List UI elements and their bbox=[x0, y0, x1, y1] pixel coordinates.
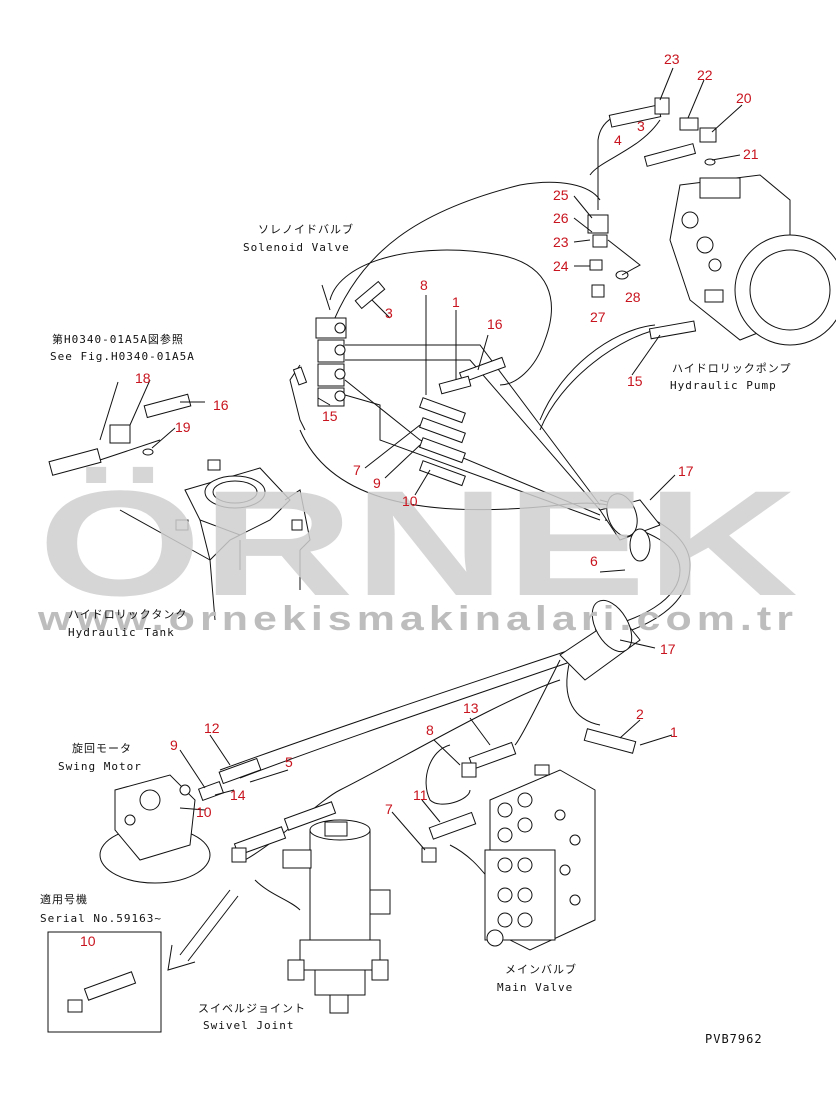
callout: 1 bbox=[452, 294, 460, 310]
callout: 16 bbox=[213, 397, 229, 413]
callout: 13 bbox=[463, 700, 479, 716]
callout: 9 bbox=[373, 475, 381, 491]
callout: 12 bbox=[204, 720, 220, 736]
callout: 15 bbox=[322, 408, 338, 424]
callout: 8 bbox=[420, 277, 428, 293]
callout: 8 bbox=[426, 722, 434, 738]
swing-label-en: Swing Motor bbox=[58, 760, 142, 773]
callout: 27 bbox=[590, 309, 606, 325]
callout: 28 bbox=[625, 289, 641, 305]
callout: 23 bbox=[553, 234, 569, 250]
callout: 3 bbox=[637, 118, 645, 134]
hose-fittings-solenoid bbox=[354, 280, 506, 487]
callout: 11 bbox=[413, 787, 428, 803]
callout: 7 bbox=[353, 462, 361, 478]
callout: 22 bbox=[697, 67, 713, 83]
direction-arrow bbox=[167, 889, 239, 971]
callout: 4 bbox=[614, 132, 622, 148]
callout: 1 bbox=[670, 724, 678, 740]
callout: 6 bbox=[590, 553, 598, 569]
swivel-label-jp: スイベルジョイント bbox=[198, 1002, 306, 1015]
callout: 20 bbox=[736, 90, 752, 106]
callout: 9 bbox=[170, 737, 178, 753]
callout-numbers: 23 22 20 3 4 21 25 26 23 24 28 27 8 1 16… bbox=[80, 51, 759, 949]
tank-label-en: Hydraulic Tank bbox=[68, 626, 175, 639]
drawing-code: PVB7962 bbox=[705, 1032, 763, 1046]
callout: 14 bbox=[230, 787, 246, 803]
main-valve bbox=[421, 728, 637, 951]
serial-label-jp: 適用号機 bbox=[40, 892, 88, 906]
swivel-label-en: Swivel Joint bbox=[203, 1019, 294, 1032]
watermark-brand: ÖRNEK bbox=[38, 459, 798, 627]
swing-motor bbox=[99, 757, 262, 884]
solenoid-label-jp: ソレノイドバルブ bbox=[258, 222, 354, 236]
callout: 10 bbox=[402, 493, 418, 509]
callout: 10 bbox=[80, 933, 96, 949]
callout: 10 bbox=[196, 804, 212, 820]
callout: 3 bbox=[385, 305, 393, 321]
ref-label-jp: 第H0340-01A5A図参照 bbox=[52, 332, 184, 346]
leader-lines bbox=[99, 67, 743, 851]
main-valve-ports bbox=[486, 792, 581, 947]
callout: 17 bbox=[660, 641, 676, 657]
pump-label-jp: ハイドロリックポンプ bbox=[672, 362, 791, 375]
main-valve-label-en: Main Valve bbox=[497, 981, 573, 994]
callout: 19 bbox=[175, 419, 191, 435]
ref-fittings bbox=[48, 393, 192, 476]
callout: 17 bbox=[678, 463, 694, 479]
pump-label-en: Hydraulic Pump bbox=[670, 379, 777, 392]
callout: 16 bbox=[487, 316, 503, 332]
callout: 5 bbox=[285, 754, 293, 770]
watermark-url: www.ornekismakinalari.com.tr bbox=[37, 600, 798, 638]
swivel-joint bbox=[231, 801, 391, 1014]
hydraulic-pump bbox=[669, 174, 836, 346]
callout: 21 bbox=[743, 146, 759, 162]
ref-label-en: See Fig.H0340-01A5A bbox=[50, 350, 195, 363]
watermark: ÖRNEK www.ornekismakinalari.com.tr bbox=[37, 459, 798, 638]
tank-label-jp: ハイドロリックタンク bbox=[68, 608, 187, 621]
callout: 23 bbox=[664, 51, 680, 67]
serial-label-en: Serial No.59163~ bbox=[40, 912, 162, 925]
callout: 2 bbox=[636, 706, 644, 722]
serial-inset bbox=[47, 931, 162, 1033]
callout: 24 bbox=[553, 258, 569, 274]
main-valve-label-jp: メインバルブ bbox=[505, 962, 577, 976]
solenoid-label-en: Solenoid Valve bbox=[243, 241, 350, 254]
callout: 7 bbox=[385, 801, 393, 817]
callout: 25 bbox=[553, 187, 569, 203]
callout: 18 bbox=[135, 370, 151, 386]
callout: 15 bbox=[627, 373, 643, 389]
callout: 26 bbox=[553, 210, 569, 226]
solenoid-valve bbox=[289, 317, 347, 431]
text-labels: ソレノイドバルブ Solenoid Valve 第H0340-01A5A図参照 … bbox=[40, 222, 791, 1046]
tube-bundle bbox=[559, 493, 661, 681]
swing-label-jp: 旋回モータ bbox=[72, 741, 132, 755]
hydraulic-tank bbox=[119, 459, 311, 621]
